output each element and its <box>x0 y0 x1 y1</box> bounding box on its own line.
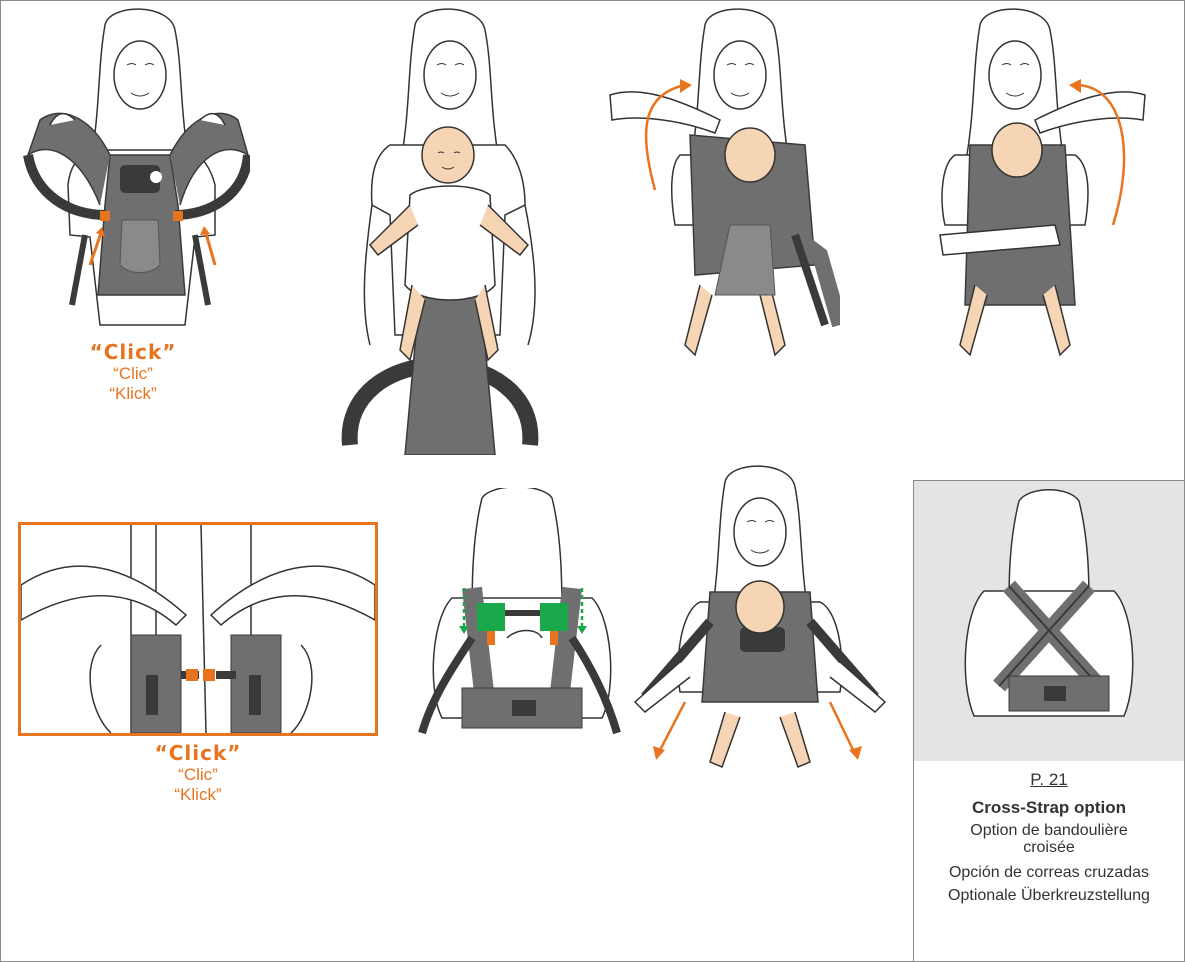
reference-spanish: Opción de correas cruzadas <box>914 864 1184 881</box>
step2-illustration <box>330 5 550 455</box>
step5-closeup <box>18 522 378 736</box>
reference-german: Optionale Überkreuzstellung <box>914 887 1184 904</box>
clic-label: “Clic” <box>68 364 198 384</box>
step5-caption: “Click” “Clic” “Klick” <box>133 741 263 805</box>
baby-face-icon <box>422 127 474 183</box>
woman-face-icon <box>114 41 166 109</box>
cross-strap-reference-panel: P. 21 Cross-Strap option Option de bando… <box>913 480 1184 961</box>
step1-caption: “Click” “Clic” “Klick” <box>68 340 198 404</box>
step1-illustration <box>10 5 250 345</box>
klick-label: “Klick” <box>133 785 263 805</box>
reference-text: P. 21 Cross-Strap option Option de bando… <box>914 768 1184 904</box>
cross-strap-illustration <box>914 481 1184 761</box>
clic-label: “Clic” <box>133 765 263 785</box>
reference-french: Option de bandoulière croisée <box>954 822 1144 856</box>
klick-label: “Klick” <box>68 384 198 404</box>
page-reference-link[interactable]: P. 21 <box>914 768 1184 792</box>
step3-illustration <box>600 5 840 365</box>
reference-illustration-background <box>914 481 1184 761</box>
step7-illustration <box>630 462 900 772</box>
step4-illustration <box>935 5 1155 360</box>
click-label: “Click” <box>68 340 198 364</box>
click-label: “Click” <box>133 741 263 765</box>
step6-illustration <box>412 488 632 748</box>
reference-title: Cross-Strap option <box>914 794 1184 822</box>
